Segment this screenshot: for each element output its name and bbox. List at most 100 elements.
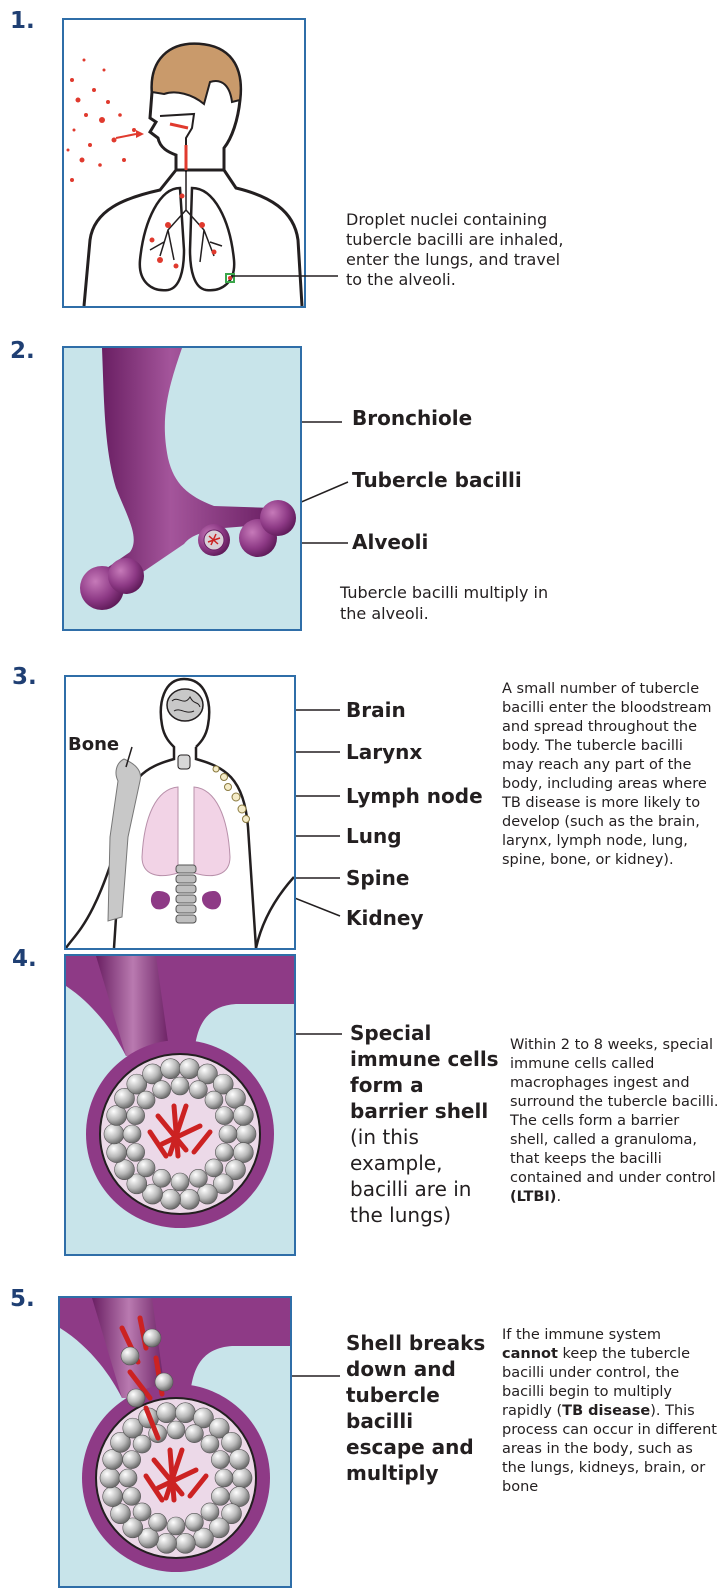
macrophage-cell <box>179 1059 199 1079</box>
step-1-number: 1. <box>10 8 35 34</box>
brain-icon <box>167 689 203 721</box>
macrophage-cell <box>175 1533 195 1553</box>
macrophage-cell <box>232 1468 252 1488</box>
label-lymph-node: Lymph node <box>346 784 483 808</box>
macrophage-cell <box>123 1125 141 1143</box>
lung-icon <box>194 787 230 876</box>
larynx-icon <box>178 755 190 769</box>
macrophage-cell <box>137 1159 155 1177</box>
macrophage-cell <box>215 1107 233 1125</box>
macrophage-cell <box>107 1143 127 1163</box>
macrophage-cell <box>175 1403 195 1423</box>
label-bronchiole: Bronchiole <box>352 406 472 430</box>
macrophage-cell <box>205 1159 223 1177</box>
spine-icon <box>176 865 196 923</box>
macrophage-cell <box>127 1107 145 1125</box>
step-4-label-rest: (in this example, bacilli are in the lun… <box>350 1125 471 1227</box>
macrophage-cell <box>100 1468 120 1488</box>
macrophage-cell <box>229 1449 249 1469</box>
step-4-label: Special immune cells form a barrier shel… <box>350 1020 500 1228</box>
macrophage-cell <box>219 1125 237 1143</box>
step-4-label-bold: Special immune cells form a barrier shel… <box>350 1021 499 1123</box>
label-spine: Spine <box>346 866 409 890</box>
escape-illustration <box>60 1298 290 1588</box>
macrophage-cell <box>123 1487 141 1505</box>
bone-icon <box>108 759 140 921</box>
step-2-number: 2. <box>10 338 35 364</box>
inhalation-illustration <box>64 20 304 306</box>
label-tubercle-bacilli: Tubercle bacilli <box>352 468 522 492</box>
step-4-panel <box>64 954 296 1256</box>
escaping-cell <box>121 1347 139 1365</box>
label-bone: Bone <box>68 734 119 755</box>
bronchiole-illustration <box>64 348 300 629</box>
step-4-number: 4. <box>12 946 37 972</box>
macrophage-cell <box>161 1189 181 1209</box>
macrophage-cell <box>153 1081 171 1099</box>
macrophage-cell <box>215 1143 233 1161</box>
macrophage-cell <box>153 1169 171 1187</box>
macrophage-cell <box>185 1513 203 1531</box>
macrophage-cell <box>167 1421 185 1439</box>
step-1-description: Droplet nuclei containing tubercle bacil… <box>346 210 576 290</box>
macrophage-cell <box>137 1091 155 1109</box>
macrophage-cell <box>189 1169 207 1187</box>
macrophage-cell <box>104 1124 124 1144</box>
step-2-description: Tubercle bacilli multiply in the alveoli… <box>340 582 576 624</box>
step-5-label: Shell breaks down and tubercle bacilli e… <box>346 1330 491 1486</box>
step-5-desc-bold-2: TB disease <box>562 1403 650 1419</box>
label-alveoli: Alveoli <box>352 530 428 554</box>
airway-wall <box>60 1298 290 1398</box>
droplet-dots <box>67 59 137 183</box>
lung-icon <box>142 787 178 876</box>
escaping-cell <box>127 1389 145 1407</box>
escaping-cell <box>143 1329 161 1347</box>
left-lung <box>140 188 184 290</box>
label-lung: Lung <box>346 824 402 848</box>
macrophage-cell <box>123 1451 141 1469</box>
step-4-description: Within 2 to 8 weeks, special immune cell… <box>510 1036 720 1207</box>
macrophage-cell <box>211 1487 229 1505</box>
macrophage-cell <box>133 1435 151 1453</box>
step-5-desc-text-1: If the immune system <box>502 1327 661 1343</box>
macrophage-cell <box>149 1513 167 1531</box>
alveolus <box>108 558 144 594</box>
alveolus <box>260 500 296 536</box>
label-kidney: Kidney <box>346 906 424 930</box>
step-5-description: If the immune system cannot keep the tub… <box>502 1326 717 1497</box>
macrophage-cell <box>157 1403 177 1423</box>
macrophage-cell <box>127 1143 145 1161</box>
step-4-description-text: Within 2 to 8 weeks, special immune cell… <box>510 1037 719 1186</box>
macrophage-cell <box>201 1435 219 1453</box>
step-5-panel <box>58 1296 292 1588</box>
step-5-desc-bold-1: cannot <box>502 1346 558 1362</box>
step-1-panel <box>62 18 306 308</box>
step-3-number: 3. <box>12 664 37 690</box>
step-5-number: 5. <box>10 1286 35 1312</box>
kidney-icon <box>202 891 221 909</box>
granuloma-illustration <box>66 956 294 1254</box>
macrophage-cell <box>233 1105 253 1125</box>
step-4-description-bold: (LTBI) <box>510 1189 556 1205</box>
macrophage-cell <box>215 1469 233 1487</box>
macrophage-cell <box>161 1059 181 1079</box>
step-2-panel <box>62 346 302 631</box>
macrophage-cell <box>157 1533 177 1553</box>
macrophage-cell <box>133 1503 151 1521</box>
macrophage-cell <box>185 1425 203 1443</box>
macrophage-cell <box>201 1503 219 1521</box>
step-4-description-end: . <box>556 1189 561 1205</box>
macrophage-cell <box>167 1517 185 1535</box>
macrophage-cell <box>119 1469 137 1487</box>
macrophage-cell <box>205 1091 223 1109</box>
macrophage-cell <box>103 1487 123 1507</box>
macrophage-cell <box>171 1077 189 1095</box>
macrophage-cell <box>189 1081 207 1099</box>
body-spread-illustration <box>66 677 294 948</box>
macrophage-cell <box>171 1173 189 1191</box>
label-brain: Brain <box>346 698 406 722</box>
macrophage-cell <box>236 1124 256 1144</box>
label-larynx: Larynx <box>346 740 422 764</box>
step-3-panel <box>64 675 296 950</box>
step-3-description: A small number of tubercle bacilli enter… <box>502 680 712 870</box>
